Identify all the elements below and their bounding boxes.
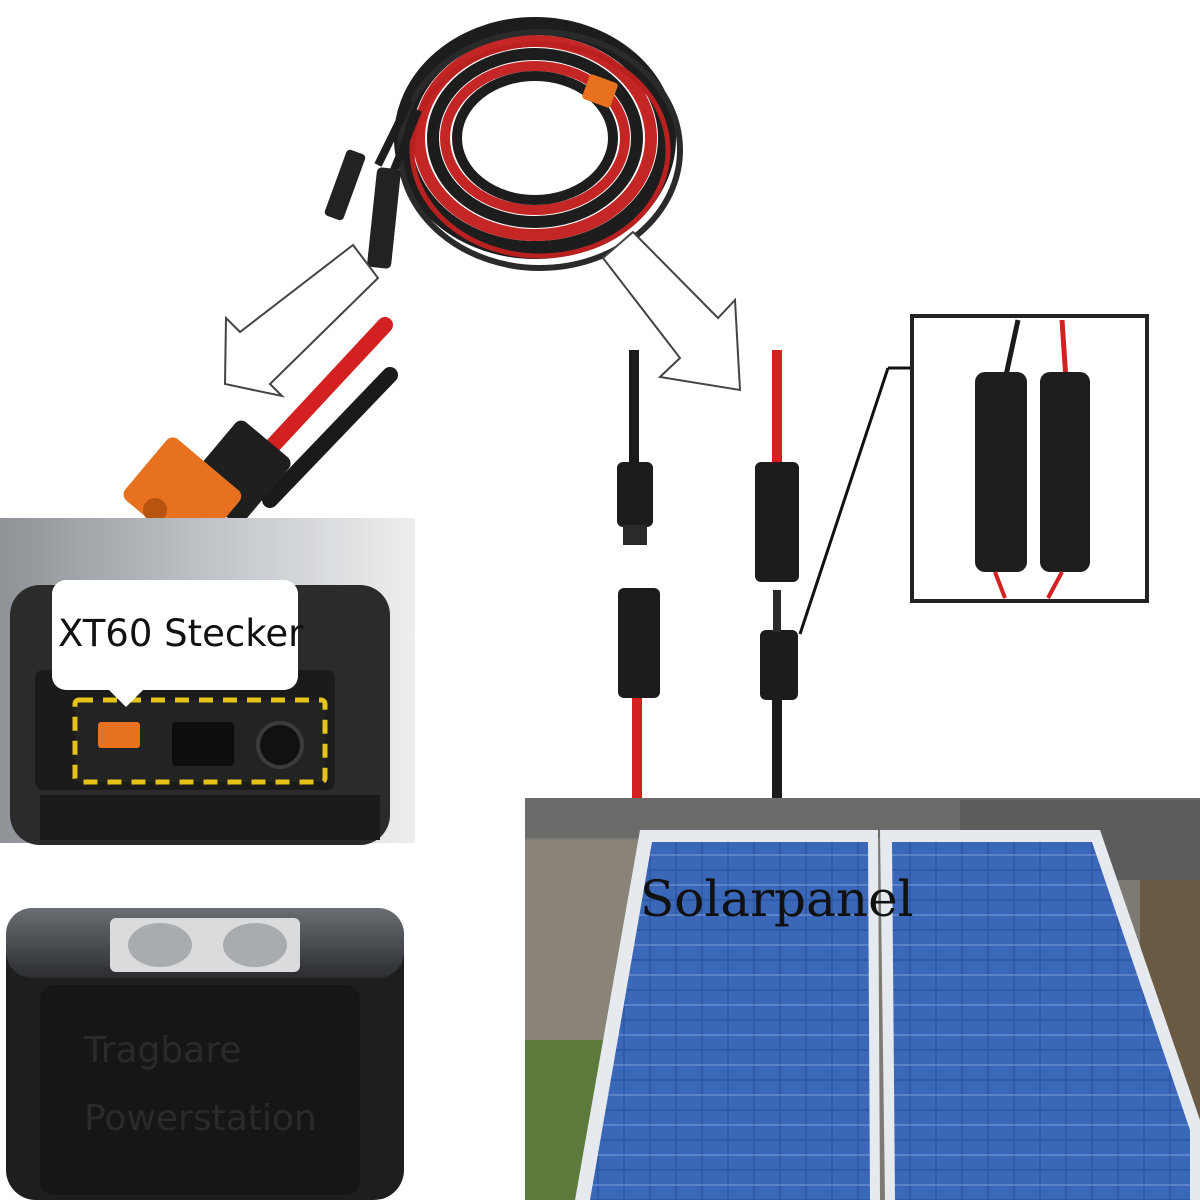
solar-panel-icon [575,830,1200,1200]
xt60-label: XT60 Stecker [58,612,304,655]
mc4-detail-inset [910,314,1149,603]
power-station-label-line1: Tragbare [84,1030,242,1071]
arrow-icon [223,230,742,398]
solar-panel-label: Solarpanel [640,870,914,928]
mc4-connector-icon [617,350,912,830]
coiled-cable-icon [324,17,683,271]
xt60-callout-bubble [52,580,298,707]
power-station-label-line2: Powerstation [84,1098,317,1139]
power-station-icon [6,908,404,1200]
